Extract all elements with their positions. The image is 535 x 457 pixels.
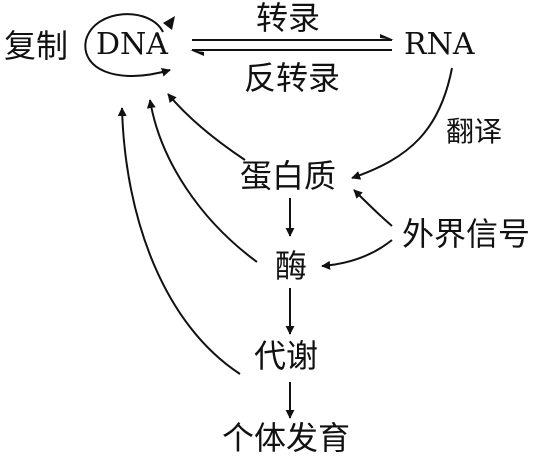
translation-arrow [351, 67, 453, 180]
node-rna: RNA [404, 27, 475, 62]
signal-to-protein-arrow [353, 189, 393, 227]
replication-arrowhead-top [163, 16, 175, 30]
replication-loop-arrow [84, 13, 171, 77]
protein-to-dna-arrow [167, 93, 246, 161]
signal-to-enzyme-arrow [321, 239, 393, 270]
node-protein: 蛋白质 [240, 157, 337, 195]
node-signal: 外界信号 [402, 215, 531, 253]
node-metabolism: 代谢 [254, 337, 319, 375]
translation-label: 翻译 [446, 115, 503, 148]
node-dna: DNA [96, 27, 168, 62]
replication-label: 复制 [4, 27, 69, 65]
transcription-label: 转录 [256, 0, 321, 37]
reverse-transcription-label: 反转录 [244, 59, 341, 97]
node-enzyme: 酶 [275, 247, 308, 285]
node-development: 个体发育 [222, 419, 351, 457]
metabolism-to-dna-arrow [117, 107, 241, 375]
enzyme-to-dna-arrow [146, 99, 258, 263]
